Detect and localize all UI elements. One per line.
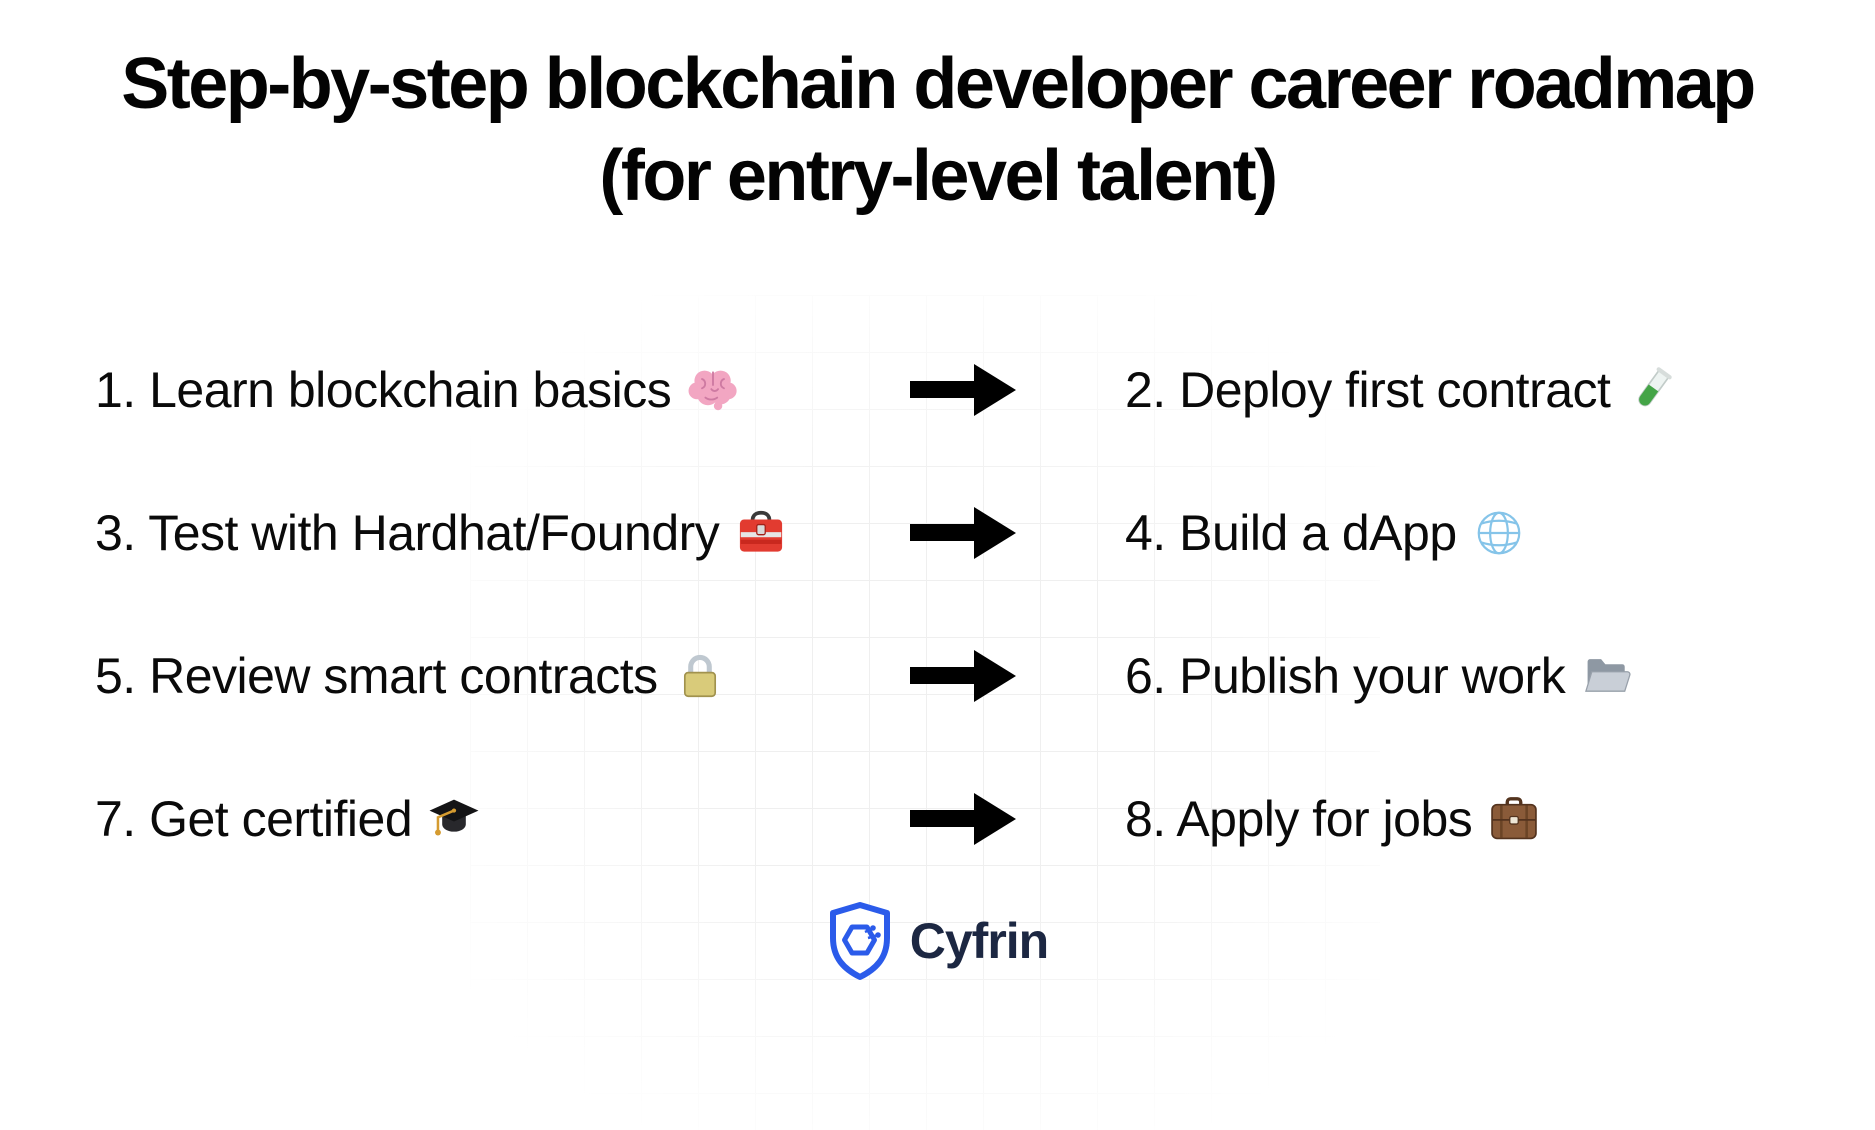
background-grid xyxy=(470,295,1380,1130)
step-label: 3. Test with Hardhat/Foundry xyxy=(95,504,720,561)
step-label: 2. Deploy first contract xyxy=(1125,361,1611,418)
open-folder-icon xyxy=(1580,649,1634,703)
arrow-right-icon xyxy=(910,363,1016,416)
roadmap-row: 5. Review smart contracts 6. Publish you… xyxy=(0,604,1875,747)
roadmap-row: 3. Test with Hardhat/Foundry 4. Build a … xyxy=(0,461,1875,604)
toolbox-icon xyxy=(734,506,788,560)
step-label: 8. Apply for jobs xyxy=(1125,790,1473,847)
arrow-right-icon xyxy=(910,649,1016,702)
cyfrin-logo-text: Cyfrin xyxy=(909,913,1049,969)
brain-icon xyxy=(686,363,740,417)
page-title: Step-by-step blockchain developer career… xyxy=(0,38,1875,222)
roadmap-row: 7. Get certified 8. Apply for jobs xyxy=(0,747,1875,890)
step-item: 5. Review smart contracts xyxy=(95,647,727,705)
step-item: 2. Deploy first contract xyxy=(1125,361,1679,419)
step-item: 6. Publish your work xyxy=(1125,647,1634,705)
step-label: 4. Build a dApp xyxy=(1125,504,1457,561)
step-label: 6. Publish your work xyxy=(1125,647,1566,704)
test-tube-icon xyxy=(1625,363,1679,417)
step-item: 4. Build a dApp xyxy=(1125,504,1526,562)
step-label: 5. Review smart contracts xyxy=(95,647,658,704)
briefcase-icon xyxy=(1487,792,1541,846)
lock-icon xyxy=(673,649,727,703)
page-title-line1: Step-by-step blockchain developer career… xyxy=(121,44,1756,124)
cyfrin-logo: Cyfrin xyxy=(0,901,1875,981)
arrow-right-icon xyxy=(910,792,1016,845)
cyfrin-shield-icon xyxy=(827,901,893,981)
arrow-right-icon xyxy=(910,506,1016,559)
step-item: 1. Learn blockchain basics xyxy=(95,361,740,419)
globe-icon xyxy=(1472,506,1526,560)
page-title-line2: (for entry-level talent) xyxy=(599,136,1278,216)
roadmap-row: 1. Learn blockchain basics xyxy=(0,318,1875,461)
graduation-cap-icon xyxy=(427,792,481,846)
roadmap-steps: 1. Learn blockchain basics xyxy=(0,318,1875,890)
step-item: 7. Get certified xyxy=(95,790,481,848)
step-item: 3. Test with Hardhat/Foundry xyxy=(95,504,788,562)
step-label: 1. Learn blockchain basics xyxy=(95,361,672,418)
step-label: 7. Get certified xyxy=(95,790,413,847)
step-item: 8. Apply for jobs xyxy=(1125,790,1541,848)
